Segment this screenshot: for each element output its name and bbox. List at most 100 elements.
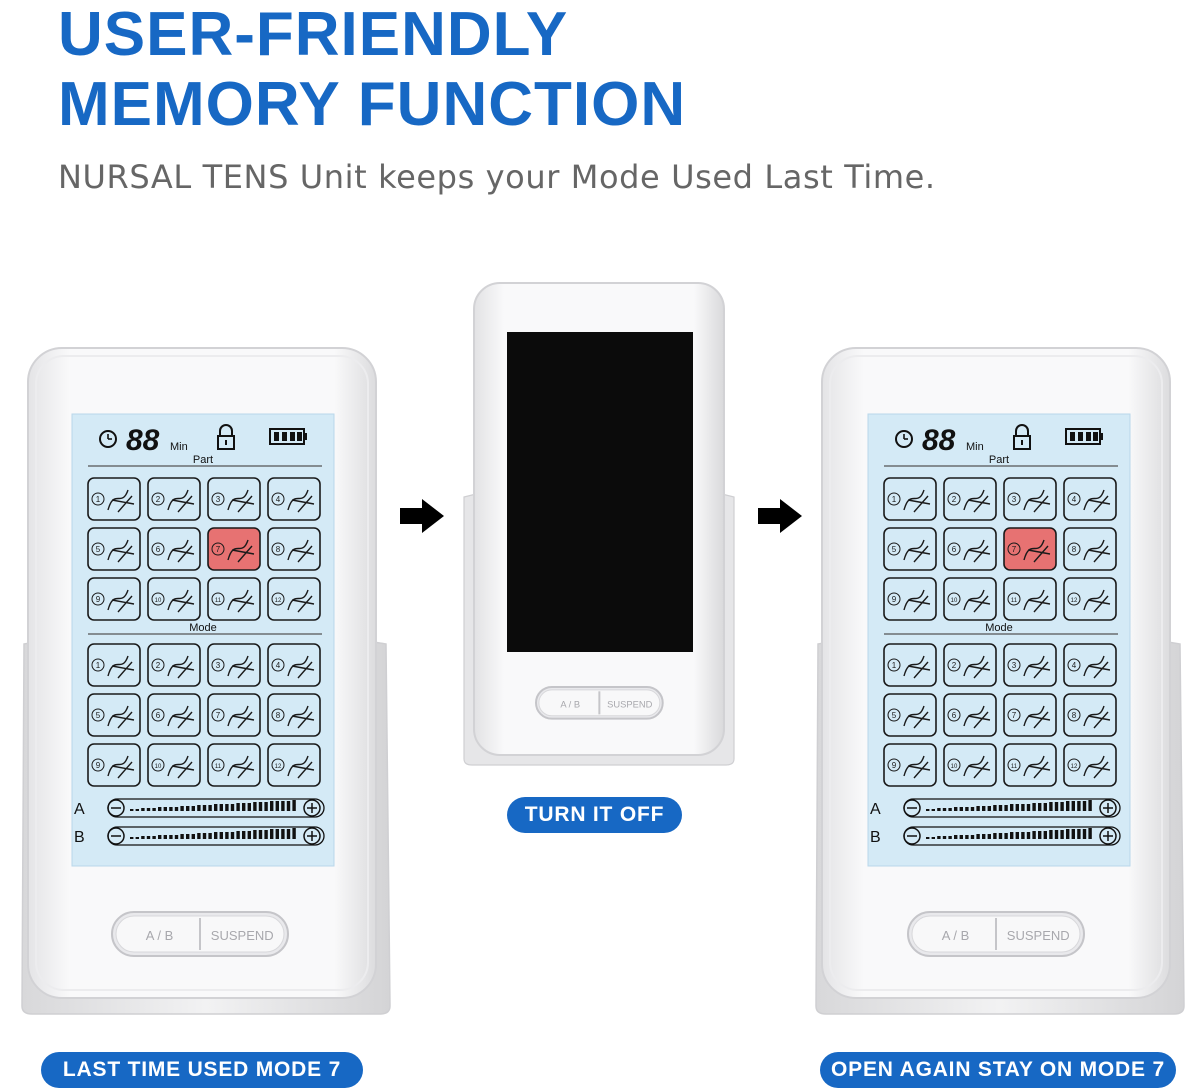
channel-label: A (74, 801, 85, 818)
number-label: 4 (1072, 495, 1077, 504)
mode-cell-7: 7 (1003, 693, 1057, 737)
plus-icon (1099, 827, 1117, 845)
battery-icon (269, 428, 307, 445)
number-label: 7 (216, 711, 221, 720)
mode-cell-2: 2 (943, 643, 997, 687)
number-label: 2 (156, 495, 161, 504)
number-label: 2 (952, 495, 957, 504)
number-label: 3 (1012, 661, 1017, 670)
part-cell-1: 1 (883, 477, 937, 521)
number-label: 1 (96, 495, 101, 504)
number-label: 6 (156, 711, 161, 720)
part-cell-7: 7 (207, 527, 261, 571)
number-label: 4 (1072, 661, 1077, 670)
part-cell-6: 6 (943, 527, 997, 571)
number-label: 11 (215, 764, 222, 770)
number-label: 11 (215, 598, 222, 604)
suspend-button[interactable]: SUSPEND (607, 699, 652, 709)
part-cell-5: 5 (883, 527, 937, 571)
arrow-right-icon (758, 499, 802, 533)
number-label: 9 (892, 595, 897, 604)
number-label: 6 (156, 545, 161, 554)
part-cell-3: 3 (207, 477, 261, 521)
lcd-screen-off (507, 332, 693, 652)
mode-cell-6: 6 (943, 693, 997, 737)
mode-cell-6: 6 (147, 693, 201, 737)
mode-cell-10: 10 (147, 743, 201, 787)
timer-unit: Min (170, 441, 188, 453)
mode-cell-5: 5 (883, 693, 937, 737)
mode-cell-4: 4 (1063, 643, 1117, 687)
number-label: 8 (276, 545, 281, 554)
number-label: 1 (96, 661, 101, 670)
number-label: 4 (276, 661, 281, 670)
number-label: 2 (952, 661, 957, 670)
number-label: 7 (1012, 545, 1017, 554)
mode-cell-3: 3 (207, 643, 261, 687)
part-cell-10: 10 (943, 577, 997, 621)
part-cell-12: 12 (1063, 577, 1117, 621)
part-cell-2: 2 (943, 477, 997, 521)
number-label: 10 (155, 598, 162, 604)
number-label: 7 (216, 545, 221, 554)
step-label-open-again: OPEN AGAIN STAY ON MODE 7 (820, 1052, 1176, 1088)
part-cell-11: 11 (1003, 577, 1057, 621)
part-label: Part (193, 454, 213, 466)
part-cell-9: 9 (883, 577, 937, 621)
tens-device-middle: A / B SUSPEND (463, 282, 735, 766)
mode-cell-1: 1 (883, 643, 937, 687)
part-cell-8: 8 (1063, 527, 1117, 571)
part-cell-3: 3 (1003, 477, 1057, 521)
number-label: 3 (1012, 495, 1017, 504)
part-cell-7: 7 (1003, 527, 1057, 571)
channel-label: B (74, 829, 85, 846)
number-label: 8 (1072, 711, 1077, 720)
number-label: 6 (952, 711, 957, 720)
suspend-button[interactable]: SUSPEND (1007, 928, 1070, 943)
number-label: 10 (951, 598, 958, 604)
plus-icon (303, 827, 321, 845)
mode-cell-12: 12 (1063, 743, 1117, 787)
mode-label: Mode (985, 622, 1013, 634)
number-label: 6 (952, 545, 957, 554)
mode-cell-9: 9 (883, 743, 937, 787)
number-label: 9 (96, 761, 101, 770)
ab-button[interactable]: A / B (942, 928, 969, 943)
mode-cell-12: 12 (267, 743, 321, 787)
number-label: 3 (216, 495, 221, 504)
lock-icon (1013, 424, 1031, 450)
number-label: 12 (275, 598, 282, 604)
number-label: 11 (1011, 764, 1018, 770)
mode-cell-9: 9 (87, 743, 141, 787)
suspend-button[interactable]: SUSPEND (211, 928, 274, 943)
number-label: 11 (1011, 598, 1018, 604)
number-label: 8 (1072, 545, 1077, 554)
channel-label: B (870, 829, 881, 846)
number-label: 12 (275, 764, 282, 770)
number-label: 4 (276, 495, 281, 504)
number-label: 12 (1071, 764, 1078, 770)
ab-button[interactable]: A / B (560, 699, 580, 709)
number-label: 5 (96, 545, 101, 554)
number-label: 10 (951, 764, 958, 770)
number-label: 8 (276, 711, 281, 720)
part-cell-8: 8 (267, 527, 321, 571)
timer-icon (99, 430, 117, 448)
timer-digits: 88 (126, 424, 160, 457)
number-label: 5 (892, 711, 897, 720)
mode-cell-11: 11 (1003, 743, 1057, 787)
headline: USER-FRIENDLY MEMORY FUNCTION (58, 0, 686, 140)
number-label: 5 (96, 711, 101, 720)
timer-icon (895, 430, 913, 448)
number-label: 9 (892, 761, 897, 770)
number-label: 5 (892, 545, 897, 554)
subtitle: NURSAL TENS Unit keeps your Mode Used La… (58, 158, 936, 196)
channel-label: A (870, 801, 881, 818)
ab-button[interactable]: A / B (146, 928, 173, 943)
mode-cell-2: 2 (147, 643, 201, 687)
timer-unit: Min (966, 441, 984, 453)
part-cell-4: 4 (267, 477, 321, 521)
part-cell-2: 2 (147, 477, 201, 521)
